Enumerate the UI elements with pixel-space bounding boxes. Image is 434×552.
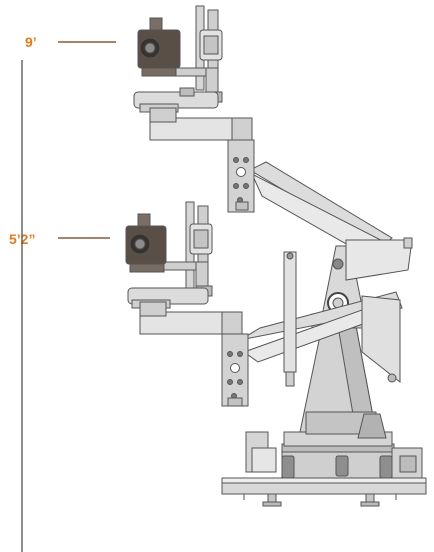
upper-head-assembly bbox=[133, 5, 255, 213]
foot-left bbox=[267, 493, 277, 503]
arm-lower-position bbox=[239, 291, 403, 384]
height-label-top: 9’ bbox=[25, 34, 37, 50]
wheel-icon bbox=[281, 455, 393, 479]
arm-upper-position bbox=[248, 161, 413, 281]
camera-icon bbox=[125, 213, 167, 273]
support-strut bbox=[283, 251, 297, 387]
camera-icon bbox=[137, 17, 181, 77]
lower-head-assembly bbox=[125, 201, 249, 407]
crane-column bbox=[283, 313, 393, 447]
foot-right bbox=[365, 493, 375, 503]
dolly-deck bbox=[245, 431, 423, 479]
dolly-base bbox=[221, 477, 427, 507]
